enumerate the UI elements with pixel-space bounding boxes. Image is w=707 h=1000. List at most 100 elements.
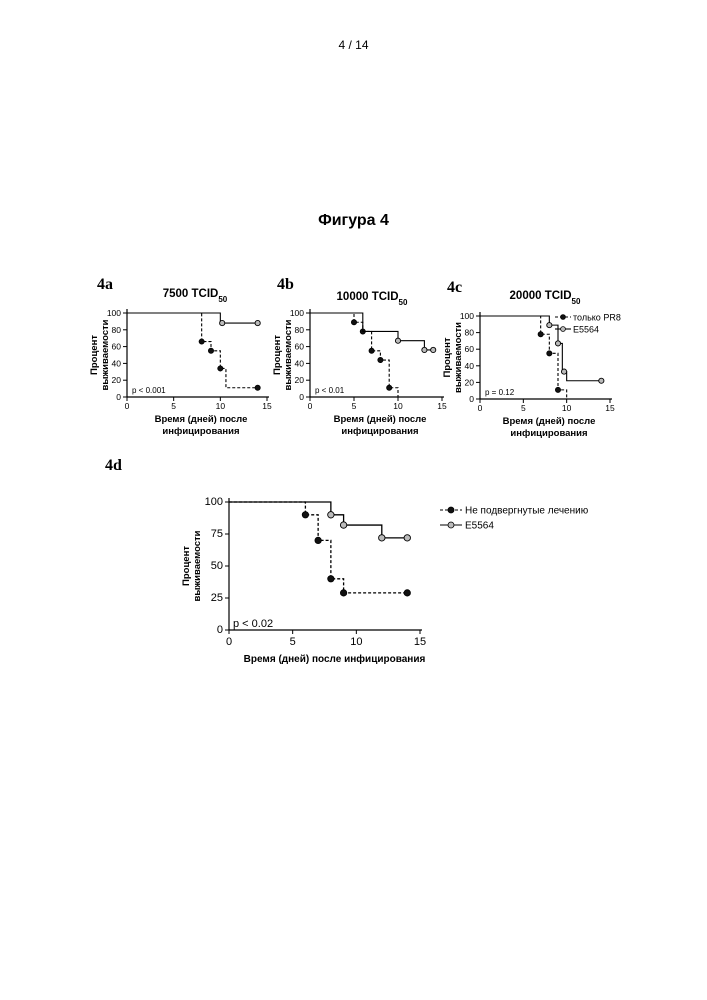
series-marker-open [561,369,566,374]
y-tick-label: 60 [112,342,122,352]
x-tick-label: 5 [290,636,296,648]
series-marker-filled [369,348,374,353]
y-tick-label: 0 [217,624,223,636]
series-marker-filled [255,385,260,390]
series-marker-open [422,347,427,352]
x-tick-label: 0 [308,401,313,411]
x-tick-label: 15 [605,403,615,413]
p-value-label: p = 0.12 [485,388,515,397]
x-tick-label: 0 [226,636,232,648]
y-axis-label-line: выживаемости [283,319,294,390]
y-tick-label: 60 [295,342,305,352]
y-axis-label-line: выживаемости [192,530,203,601]
y-tick-label: 0 [116,392,121,402]
panel-label: 4c [447,279,462,296]
x-tick-label: 10 [216,401,226,411]
y-tick-label: 100 [205,496,223,508]
y-tick-label: 0 [299,392,304,402]
y-tick-label: 40 [465,361,475,371]
series-marker-open [340,522,346,528]
x-axis-label: инфицирования [162,426,239,437]
x-tick-label: 5 [352,401,357,411]
x-axis-label: Время (дней) после [503,416,596,427]
series-marker-filled [404,590,410,596]
series-marker-open [555,341,560,346]
y-axis-label-line: выживаемости [453,322,464,393]
series-line-1 [310,313,398,397]
series-marker-filled [378,357,383,362]
series-marker-filled [208,348,213,353]
series-marker-open [395,338,400,343]
y-axis-label: Процентвыживаемости [272,319,294,390]
y-tick-label: 0 [469,394,474,404]
series-marker-filled [538,332,543,337]
series-marker-open [547,323,552,328]
x-axis-label: Время (дней) после инфицирования [244,653,426,665]
series-marker-open [599,378,604,383]
series-marker-filled [340,590,346,596]
p-value-label: p < 0.01 [315,386,345,395]
chart-title: 20000 TCID50 [510,290,581,306]
chart-title-sub: 50 [399,298,408,307]
y-tick-label: 40 [295,358,305,368]
panel-label: 4d [105,457,122,474]
p-value-label: p < 0.02 [233,618,273,630]
legend-label: E5564 [573,325,599,335]
y-axis-label: Процентвыживаемости [181,530,203,601]
legend-marker-2 [448,522,454,528]
y-tick-label: 40 [112,358,122,368]
y-tick-label: 50 [211,560,223,572]
series-line-1 [480,316,567,399]
x-tick-label: 0 [125,401,130,411]
y-tick-label: 20 [465,377,475,387]
legend-marker-2 [561,327,566,332]
y-axis-label-line: Процент [442,337,453,377]
series-marker-filled [315,537,321,543]
legend-marker-1 [448,507,454,513]
y-tick-label: 75 [211,528,223,540]
chart-title-main: 10000 TCID [337,291,399,303]
y-tick-label: 80 [112,325,122,335]
x-tick-label: 10 [393,401,403,411]
y-tick-label: 100 [107,308,121,318]
series-marker-open [220,320,225,325]
chart-title-main: 20000 TCID [510,290,572,302]
y-tick-label: 25 [211,592,223,604]
chart-title: 7500 TCID50 [163,288,228,304]
y-tick-label: 100 [290,308,304,318]
series-marker-open [328,512,334,518]
chart-title-sub: 50 [218,295,227,304]
figure-title: Фигура 4 [0,212,707,230]
panel-4b: 4b10000 TCID50020406080100051015Процентв… [275,275,460,445]
legend-label: Не подвергнутые лечению [465,506,589,517]
x-axis-label: Время (дней) после [155,414,248,425]
y-axis-label-line: Процент [181,546,192,586]
chart-title-main: 7500 TCID [163,288,219,300]
chart-4d: 4d0255075100051015ПроцентвыживаемостиВре… [95,455,615,680]
series-marker-filled [547,351,552,356]
y-axis-label: Процентвыживаемости [89,319,111,390]
y-tick-label: 20 [295,375,305,385]
x-tick-label: 15 [262,401,272,411]
series-marker-filled [387,385,392,390]
series-line-1 [127,313,258,388]
y-axis-label-line: Процент [272,335,283,375]
series-marker-open [404,535,410,541]
x-tick-label: 5 [171,401,176,411]
y-tick-label: 60 [465,344,475,354]
x-axis-label: инфицирования [510,428,587,439]
legend-label: E5564 [465,521,494,532]
series-marker-filled [218,366,223,371]
series-marker-open [379,535,385,541]
x-tick-label: 15 [414,636,426,648]
x-tick-label: 5 [521,403,526,413]
chart-4c: 4c20000 TCID50020406080100051015Процентв… [445,275,645,445]
chart-4a: 4a7500 TCID50020406080100051015Процентвы… [95,275,285,445]
series-marker-filled [555,387,560,392]
chart-title-sub: 50 [572,297,581,306]
y-axis-label-line: выживаемости [100,319,111,390]
series-marker-open [255,320,260,325]
x-tick-label: 10 [562,403,572,413]
x-axis-label: инфицирования [341,426,418,437]
series-line-2 [127,313,258,323]
